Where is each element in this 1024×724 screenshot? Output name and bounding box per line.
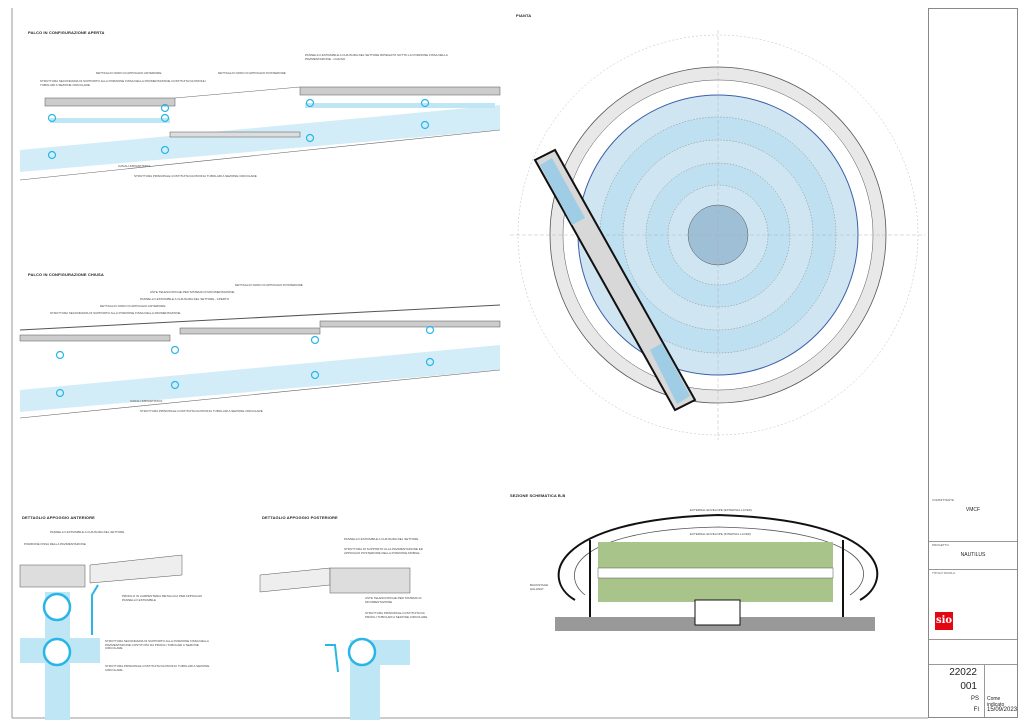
discipline: FI <box>973 707 979 713</box>
label: STRUTTURA PRINCIPALE COSTITUITA DA PROFI… <box>134 174 257 178</box>
label: EXTERNAL ENVELOPE (EXTERNAL LAYER) <box>690 508 752 512</box>
section-closed-title: PALCO IN CONFIGURAZIONE CHIUSA <box>28 272 104 277</box>
client: VMCF <box>965 507 981 513</box>
label: STRUTTURA DI SUPPORTO ALLA PAVIMENTAZION… <box>344 547 423 555</box>
label: PANNELLO ESTRAIBILE A CHIUSURA DEL SETTO… <box>344 537 419 541</box>
client-caption: COMMITTENTE <box>932 498 954 502</box>
project-caption: PROGETTO <box>932 543 949 547</box>
plan-title: PIANTA <box>516 13 532 18</box>
label: DETTAGLIO NODO DI APPOGGIO ANTERIORE <box>96 71 162 75</box>
label: BACKSTAGE HALLWAY <box>530 583 549 591</box>
label: PANNELLO ESTRAIBILE A CHIUSURA DEL SETTO… <box>305 53 448 61</box>
label: STRUTTURA SECONDARIA DI SUPPORTO ALLA PO… <box>105 639 209 651</box>
label: STRUTTURA SECONDARIA DI SUPPORTO ALLA PO… <box>50 311 181 315</box>
label: PROFILO IN CARPENTERIA METALLICA PER APP… <box>122 594 202 602</box>
project-name: NAUTILUS <box>960 552 986 558</box>
drawing-title-caption: TITOLO TAVOLA <box>932 571 955 575</box>
label: STRUTTURA PRINCIPALE COSTITUITA DA PROFI… <box>140 409 263 413</box>
label: DETTAGLIO NODO DI APPOGGIO POSTERIORE <box>235 283 303 287</box>
company-logo: sio <box>935 612 953 630</box>
label: CANALI IMPIANTISTICI <box>130 399 163 403</box>
detail-rear-support <box>259 567 411 720</box>
scale: Come indicato <box>987 696 1005 708</box>
detail-front-support <box>19 554 183 720</box>
phase: PS <box>970 696 979 702</box>
label: STRUTTURA SECONDARIA DI SUPPORTO ALLA PO… <box>40 79 207 87</box>
label: EXTERNAL ENVELOPE (INTERNAL LAYER) <box>690 532 751 536</box>
label: STRUTTURA PRINCIPALE COSTITUITA DA PROFI… <box>365 611 428 619</box>
label: ASTE TELESCOPICHE PER SISTEMA DI MOVIMEN… <box>365 596 422 604</box>
date: 15/09/2023 <box>987 707 1018 713</box>
detail-rear-title: DETTAGLIO APPOGGIO POSTERIORE <box>262 515 338 520</box>
section-open-config <box>19 86 501 181</box>
label: PANNELLO ESTRAIBILE A CHIUSURA DEL SETTO… <box>50 530 125 534</box>
label: CANALI IMPIANTISTICI <box>118 164 151 168</box>
title-block: COMMITTENTE VMCF PROGETTO NAUTILUS TITOLO … <box>928 8 1018 718</box>
label: ASTE TELESCOPICHE PER SISTEMA DI MOVIMEN… <box>150 290 235 294</box>
schematic-section <box>555 513 879 631</box>
plan-view <box>510 30 925 440</box>
label: STRUTTURA PRINCIPALE COSTITUITA DA PROFI… <box>105 664 210 672</box>
label: DETTAGLIO NODO DI APPOGGIO ANTERIORE <box>100 304 166 308</box>
label: PORZIONE FISSA DELLA PAVIMENTAZIONE <box>24 542 86 546</box>
label: DETTAGLIO NODO DI APPOGGIO POSTERIORE <box>218 71 286 75</box>
section-closed-config <box>19 304 501 419</box>
section-title: SEZIONE SCHEMATICA B-B <box>510 493 566 498</box>
label: PANNELLO ESTRAIBILE A CHIUSURA DEL SETTO… <box>140 297 230 301</box>
sheet-number: 001 <box>960 681 977 692</box>
project-number: 22022 <box>949 667 977 678</box>
detail-front-title: DETTAGLIO APPOGGIO ANTERIORE <box>22 515 95 520</box>
section-open-title: PALCO IN CONFIGURAZIONE APERTA <box>28 30 105 35</box>
